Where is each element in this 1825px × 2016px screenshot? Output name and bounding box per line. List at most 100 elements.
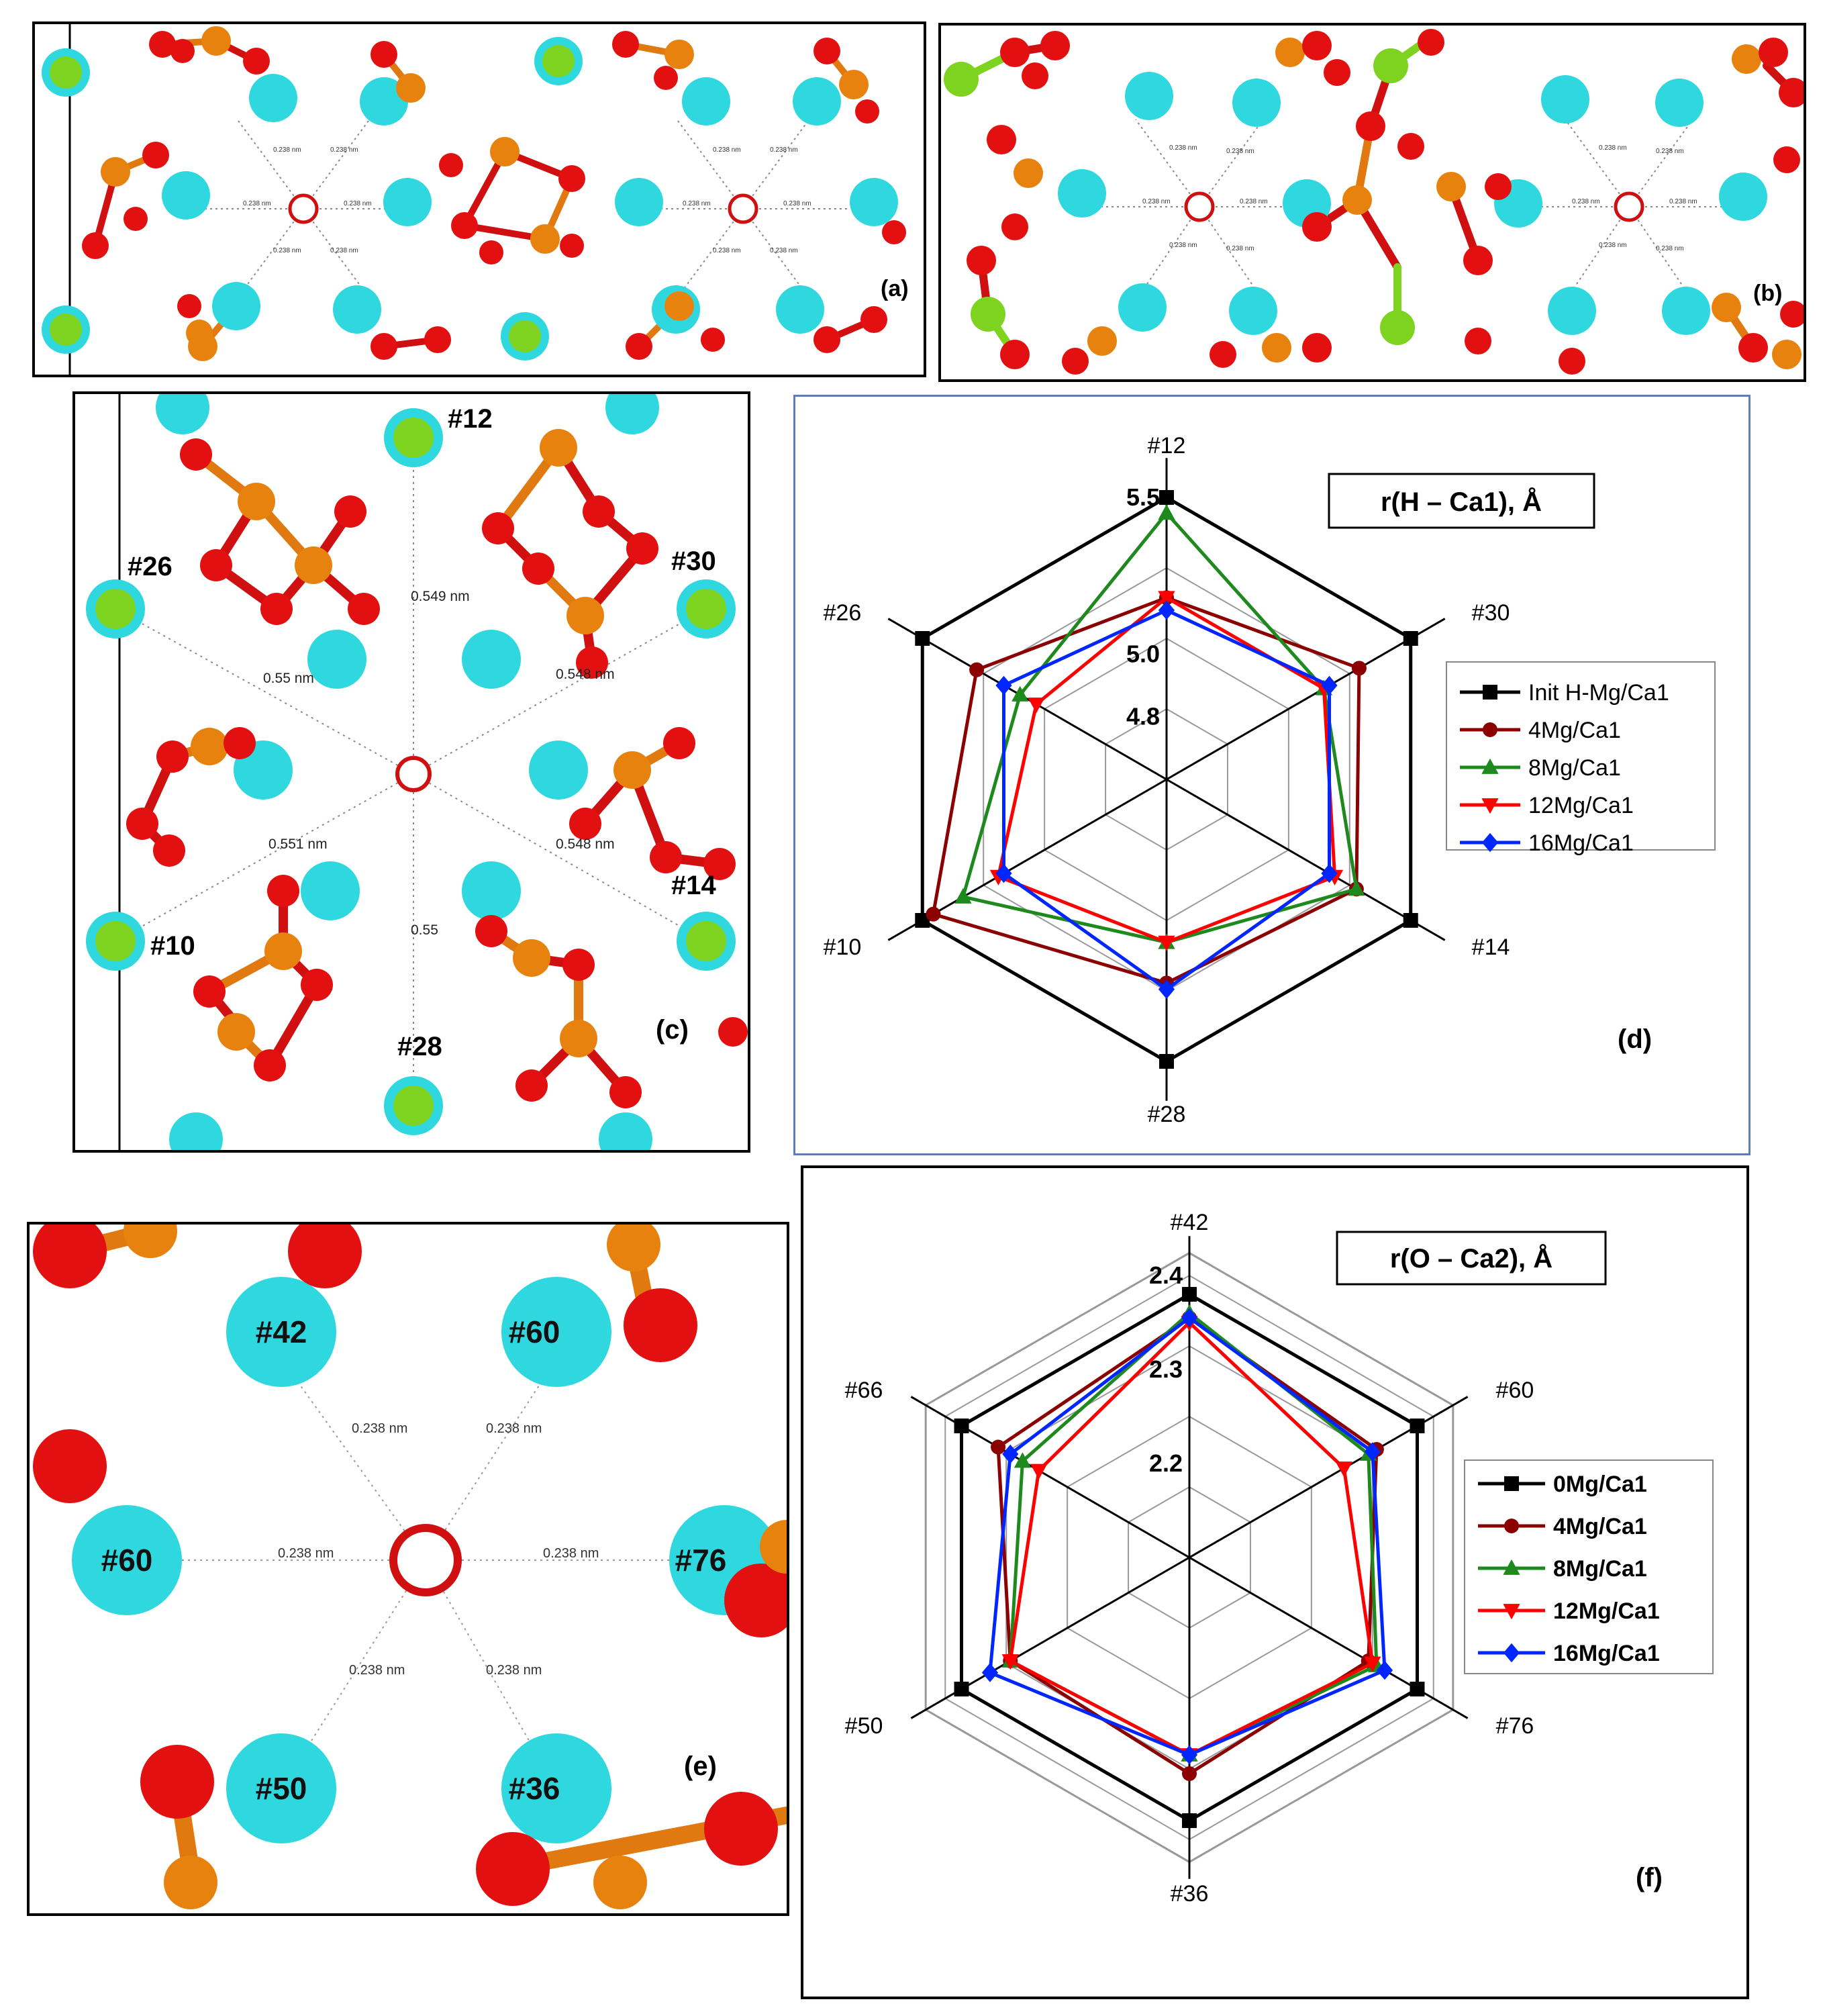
atom-label: #50	[256, 1771, 307, 1806]
legend-label: 8Mg/Ca1	[1528, 755, 1621, 781]
atom-label: #26	[128, 552, 172, 581]
legend-label: 4Mg/Ca1	[1528, 718, 1621, 743]
axis-label: #26	[824, 600, 862, 626]
atom-label: #14	[671, 871, 716, 900]
data-point	[1012, 685, 1029, 702]
chart-title-box	[1328, 473, 1595, 529]
series-line	[996, 1315, 1379, 1776]
axis-label: #10	[824, 934, 862, 960]
legend-marker	[1481, 758, 1499, 774]
distance-label: 0.238 nm	[783, 200, 811, 207]
distance-label: 0.238 nm	[278, 1546, 334, 1561]
radar-chart-f: r(O – Ca2), Å 2.22.32.4 #42#60#76#36#50#…	[845, 1210, 1714, 1907]
data-point	[1410, 1419, 1425, 1433]
panel-a-p-atoms	[101, 26, 869, 361]
distance-label: 0.238 nm	[1240, 198, 1268, 205]
legend-marker	[1504, 1476, 1519, 1491]
panel-a-o-atoms	[82, 31, 906, 360]
panel-b-h-atoms	[1184, 191, 1644, 222]
data-point	[1158, 591, 1175, 607]
atom-label: #36	[509, 1771, 560, 1806]
distance-label: 0.238 nm	[349, 1663, 405, 1678]
panel-c-h-atom	[395, 756, 432, 792]
panel-e-h-atom	[389, 1524, 462, 1596]
data-point	[1182, 1813, 1197, 1828]
panel-c-o-atoms	[126, 438, 748, 1108]
distance-label: 0.238 nm	[1142, 198, 1171, 205]
data-point	[1364, 1442, 1381, 1461]
distance-label: 0.238 nm	[344, 200, 372, 207]
series-line	[1008, 1320, 1375, 1757]
data-point	[1028, 698, 1045, 714]
legend-label: 8Mg/Ca1	[1553, 1556, 1647, 1582]
radial-tick-label: 2.4	[1149, 1261, 1183, 1289]
chart-title: r(H – Ca1), Å	[1381, 487, 1542, 517]
panel-c-atom-labels: #12 #26 #30 #14 #10 #28	[128, 404, 716, 1061]
distance-label: 0.238 nm	[330, 146, 358, 154]
panel-b-ca-atoms	[1058, 72, 1767, 335]
data-point	[1348, 880, 1365, 896]
legend-label: 12Mg/Ca1	[1528, 793, 1634, 818]
chart-title: r(O – Ca2), Å	[1390, 1243, 1552, 1274]
data-point	[1376, 1660, 1393, 1680]
panel-a-distance-lines	[203, 117, 847, 300]
data-point	[1002, 1444, 1019, 1464]
data-point	[1181, 1308, 1198, 1328]
panel-e-ca-atoms	[72, 1277, 779, 1843]
panel-e: 0.238 nm 0.238 nm 0.238 nm 0.238 nm 0.23…	[27, 1222, 789, 1916]
radial-tick-label: 2.3	[1149, 1355, 1183, 1383]
data-point	[1159, 1054, 1174, 1069]
panel-e-tag: (e)	[684, 1751, 717, 1781]
distance-label: 0.238 nm	[243, 200, 271, 207]
data-point	[991, 1439, 1006, 1455]
panel-b: 0.238 nm 0.238 nm 0.238 nm 0.238 nm 0.23…	[938, 23, 1806, 382]
distance-label: 0.238 nm	[683, 200, 711, 207]
data-point	[1351, 661, 1367, 676]
data-point	[1335, 1461, 1353, 1478]
atom-label: #42	[256, 1314, 307, 1349]
distance-label: 0.238 nm	[330, 247, 358, 254]
panel-c-structure: 0.549 nm 0.55 nm 0.548 nm 0.551 nm 0.548…	[86, 394, 748, 1150]
radar-spoke	[1166, 778, 1446, 941]
legend-label: 0Mg/Ca1	[1553, 1472, 1647, 1497]
data-point	[995, 675, 1012, 695]
axis-label: #14	[1472, 934, 1510, 960]
distance-label: 0.238 nm	[1572, 198, 1600, 205]
data-point	[915, 631, 930, 646]
panel-a-structure: 0.238 nm 0.238 nm 0.238 nm 0.238 nm 0.23…	[42, 24, 909, 375]
legend-marker	[1483, 722, 1497, 737]
distance-label: 0.238 nm	[1169, 144, 1197, 152]
axis-label: #66	[845, 1378, 883, 1403]
data-point	[1182, 1766, 1197, 1781]
distance-label: 0.551 nm	[268, 836, 328, 852]
distance-label: 0.238 nm	[352, 1421, 407, 1436]
atom-label: #76	[675, 1543, 727, 1578]
distance-label: 0.238 nm	[1656, 245, 1684, 252]
data-point	[1321, 863, 1338, 883]
legend-label: 4Mg/Ca1	[1553, 1514, 1647, 1539]
data-point	[981, 1663, 999, 1682]
atom-label: #12	[448, 404, 493, 434]
data-point	[1158, 504, 1175, 520]
panel-e-p-atoms	[124, 1225, 787, 1909]
panel-b-p-atoms	[1014, 38, 1802, 369]
panel-e-o-atoms	[33, 1225, 787, 1906]
atom-label: #10	[150, 931, 195, 961]
axis-label: #36	[1171, 1881, 1209, 1907]
panel-d-tag: (d)	[1618, 1024, 1652, 1054]
data-point	[954, 1419, 969, 1433]
data-point	[1001, 1654, 1019, 1670]
radar-chart-d: r(H – Ca1), Å 4.85.05.5 #12#30#14#28#10#…	[824, 433, 1716, 1127]
distance-label: 0.238 nm	[770, 247, 798, 254]
panel-b-o-atoms	[967, 29, 1804, 375]
legend-label: 16Mg/Ca1	[1553, 1641, 1660, 1666]
distance-label: 0.238 nm	[1599, 144, 1627, 152]
distance-label: 0.238 nm	[1599, 242, 1627, 249]
atom-label: #30	[671, 546, 716, 576]
data-point	[1364, 1656, 1381, 1672]
data-point	[954, 887, 972, 904]
distance-label: 0.238 nm	[713, 247, 741, 254]
radial-tick-label: 5.0	[1126, 640, 1160, 667]
panel-f-tag: (f)	[1636, 1863, 1663, 1892]
